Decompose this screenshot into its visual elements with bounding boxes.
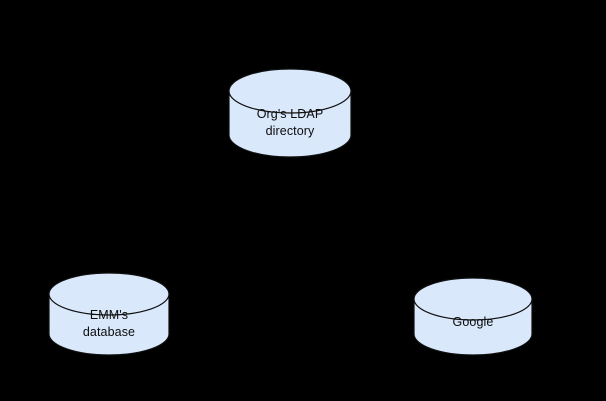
database-node-emm[interactable]: EMM's database (48, 272, 170, 356)
cylinder-icon (48, 272, 170, 356)
database-node-ldap[interactable]: Org's LDAP directory (228, 68, 352, 158)
cylinder-icon (228, 68, 352, 158)
cylinder-icon (413, 277, 533, 356)
database-node-google[interactable]: Google (413, 277, 533, 356)
